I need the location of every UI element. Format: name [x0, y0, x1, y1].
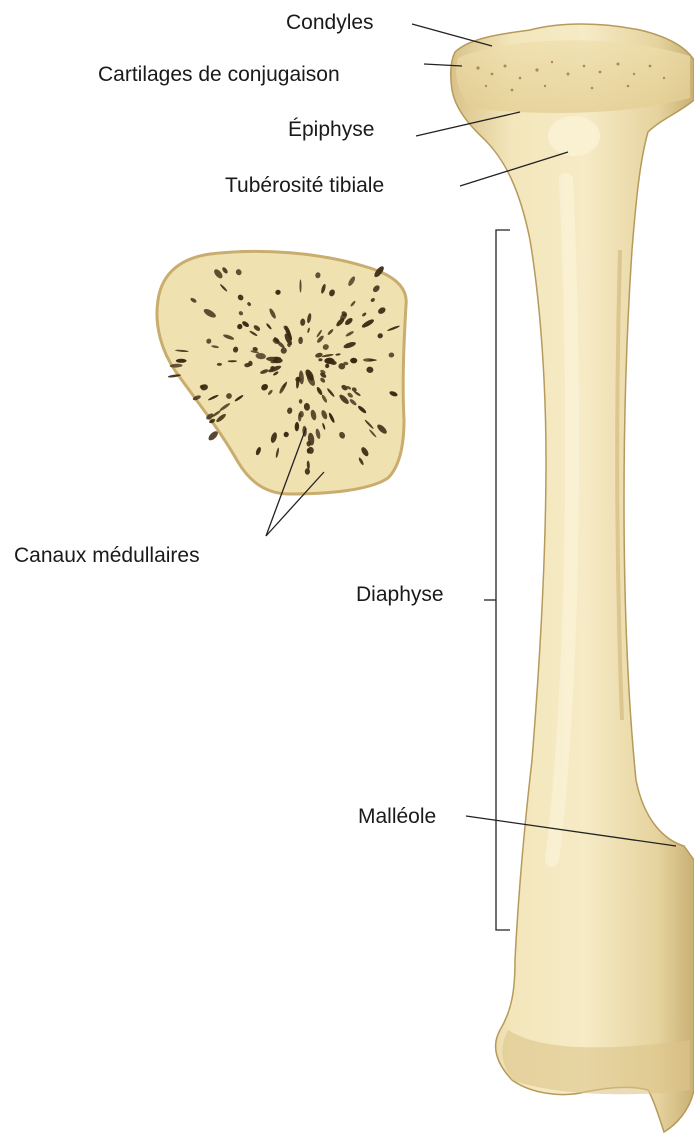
label-malleole: Malléole — [358, 806, 436, 827]
label-epiphyse: Épiphyse — [288, 119, 374, 140]
cross-section — [157, 251, 406, 494]
label-cartilages-de-conjugaison: Cartilages de conjugaison — [98, 64, 340, 85]
tibial-tuberosity-highlight — [548, 116, 600, 156]
medullary-cavity — [176, 359, 187, 363]
label-tuberosite-tibiale: Tubérosité tibiale — [225, 175, 384, 196]
tibia-bone — [451, 24, 694, 1132]
tibia-head-shading — [456, 40, 690, 113]
label-condyles: Condyles — [286, 12, 374, 33]
label-canaux-medullaires: Canaux médullaires — [14, 545, 200, 566]
label-diaphyse: Diaphyse — [356, 584, 444, 605]
leader-condyles — [412, 24, 492, 46]
diaphyse-bracket — [496, 230, 510, 930]
medullary-cavity — [363, 358, 374, 361]
medullary-cavity — [300, 279, 302, 292]
